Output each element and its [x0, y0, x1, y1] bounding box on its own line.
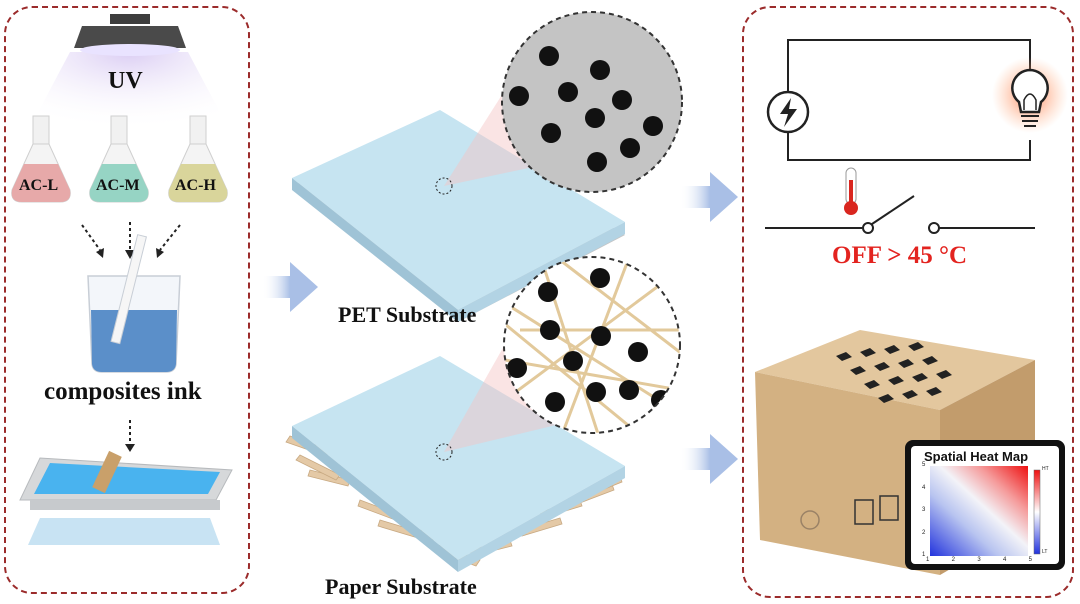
y-tick: 1 — [922, 552, 926, 558]
y-tick: 4 — [922, 484, 926, 491]
heat-map-legend-low: LT — [1042, 549, 1048, 555]
composites-ink-label: composites ink — [44, 378, 202, 405]
paper-zoom-icon — [503, 256, 681, 434]
heat-map-legend-high: HT — [1042, 466, 1049, 472]
light-bulb-icon — [992, 57, 1068, 133]
uv-lamp-icon — [18, 14, 240, 150]
flask-label-ac-m: AC-M — [96, 177, 140, 194]
flow-arrow-1 — [262, 262, 318, 312]
thermometer-icon — [844, 167, 858, 215]
flask-label-ac-h: AC-H — [175, 177, 216, 194]
heat-map-x-ticks: 1 2 3 4 5 — [926, 557, 1032, 563]
x-tick: 5 — [1028, 557, 1032, 563]
y-tick: 3 — [922, 507, 926, 513]
preparation-panel — [4, 6, 250, 594]
heat-map-title: Spatial Heat Map — [924, 449, 1029, 464]
beaker-icon — [87, 234, 181, 373]
uv-label: UV — [108, 68, 143, 94]
heat-map-plot — [930, 466, 1028, 556]
flask-ac-h-icon — [168, 115, 228, 203]
application-panel — [742, 6, 1074, 598]
flow-arrow-3 — [680, 434, 738, 484]
paper-substrate-label: Paper Substrate — [325, 574, 477, 599]
off-threshold-label: OFF > 45 °C — [832, 242, 968, 269]
heat-map-y-ticks: 1 2 3 4 5 — [922, 462, 925, 558]
flask-ac-l-icon — [11, 115, 71, 203]
mixing-arrows — [81, 222, 181, 252]
x-tick: 1 — [926, 557, 930, 563]
x-tick: 4 — [1002, 557, 1007, 563]
flow-arrow-2 — [680, 172, 738, 222]
y-tick: 2 — [922, 529, 926, 536]
x-tick: 3 — [977, 557, 981, 563]
flask-ac-m-icon — [89, 115, 149, 203]
y-tick: 5 — [922, 462, 926, 468]
screen-printing-icon — [19, 420, 233, 545]
power-source-icon — [766, 90, 810, 134]
heat-map-device — [905, 440, 1065, 570]
thermal-switch-icon — [765, 195, 1035, 234]
pet-zoom-icon — [501, 11, 683, 193]
flask-label-ac-l: AC-L — [19, 177, 59, 194]
pet-substrate-label: PET Substrate — [338, 302, 477, 327]
x-tick: 2 — [951, 557, 955, 563]
